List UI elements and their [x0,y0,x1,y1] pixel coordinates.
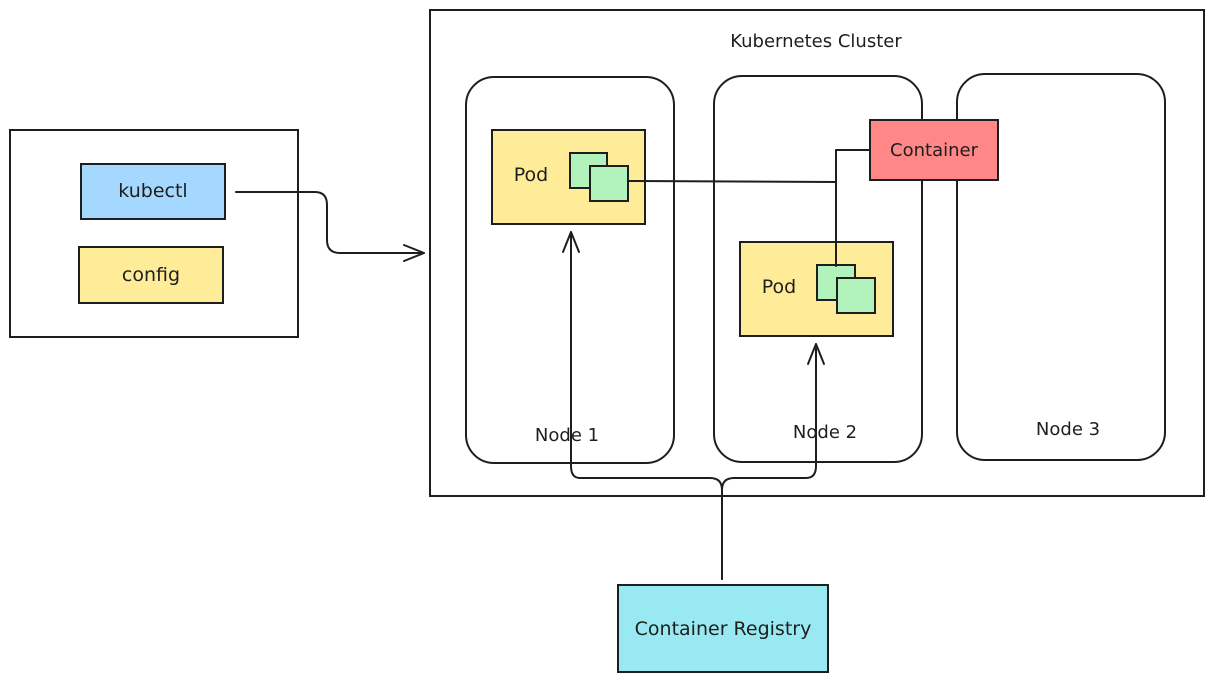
pod-1-to-container-line [627,180,837,183]
pod-1[interactable]: Pod [491,129,646,225]
container-registry-rect [617,584,829,673]
node-3-label: Node 3 [1036,419,1100,440]
node-2-label: Node 2 [793,422,857,443]
kubectl-to-cluster-arrow [235,191,425,262]
cluster-label: Kubernetes Cluster [730,31,902,52]
container-box[interactable]: Container [869,119,999,181]
kubectl-rect [80,163,226,220]
pod-2-label: Pod [762,276,796,298]
kubectl-label: kubectl [118,180,187,202]
container-label: Container [890,140,979,161]
node-3[interactable]: Node 3 [956,73,1166,461]
node-1-label: Node 1 [535,425,599,446]
container-registry-label: Container Registry [635,618,812,640]
client-machine: kubectl config [9,129,299,338]
client-machine-box [9,129,299,338]
pod-1-container-front [589,165,629,202]
pod-2-to-container-line [835,149,871,267]
pod-2[interactable]: Pod [739,241,894,337]
kubectl-box[interactable]: kubectl [80,163,226,220]
container-registry[interactable]: Container Registry [617,584,829,673]
pod-2-container-front [836,277,876,314]
container-rect [869,119,999,181]
registry-to-pod-2-arrow [721,343,825,580]
pod-1-label: Pod [514,164,548,186]
registry-to-pod-1-arrow [562,231,723,580]
config-label: config [122,264,180,286]
config-rect [78,246,224,304]
config-box[interactable]: config [78,246,224,304]
node-3-box [956,73,1166,461]
